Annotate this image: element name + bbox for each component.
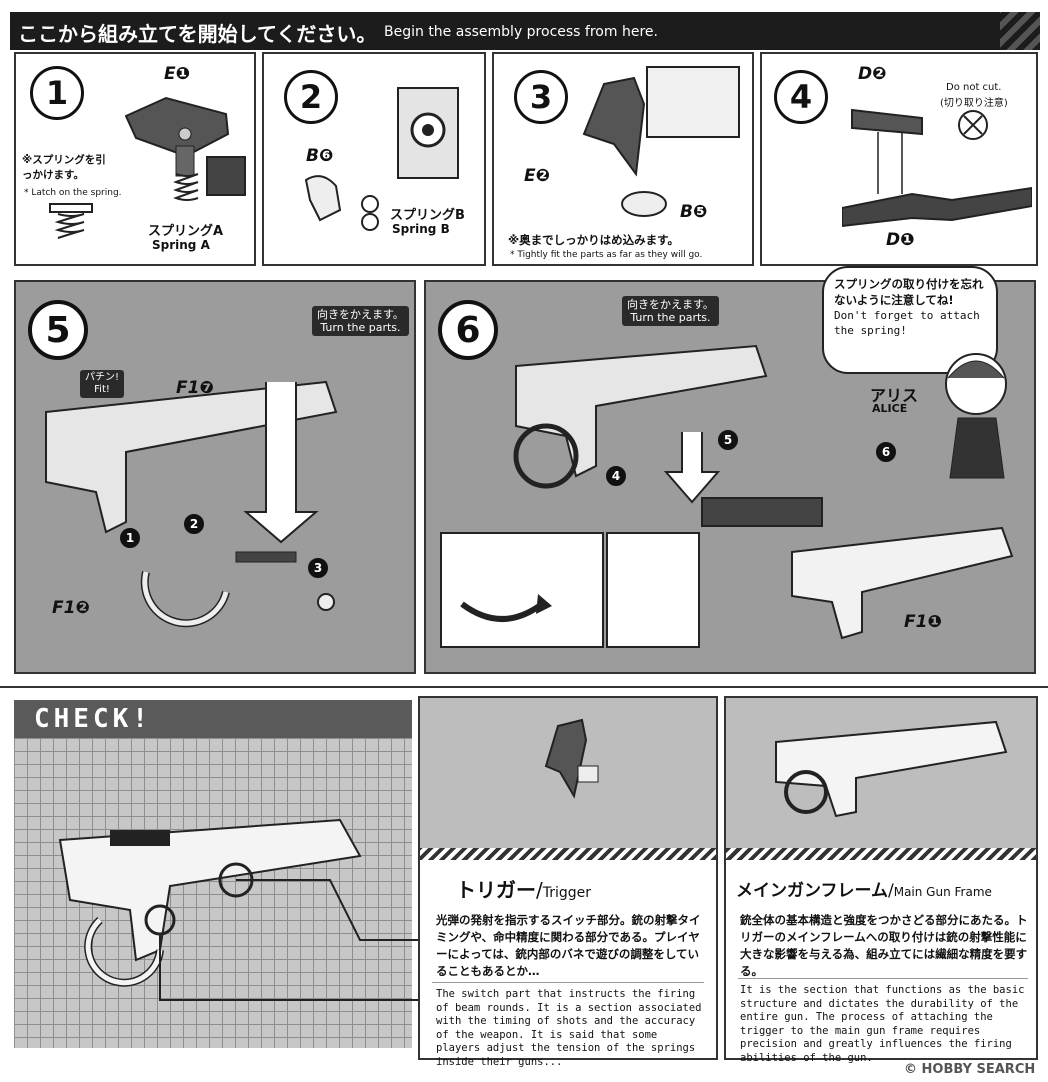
- alice-speech-bubble: スプリングの取り付けを忘れないように注意してね! Don't forget to…: [822, 266, 998, 374]
- sub-step-6: 6: [876, 442, 896, 462]
- step-6-part-label: F1❶: [904, 612, 942, 632]
- trigger-stripe: [420, 848, 716, 860]
- trigger-divider: [432, 982, 704, 983]
- alice-name-jp: アリス: [870, 386, 919, 405]
- step-3-part-a-label: E❷: [524, 166, 551, 186]
- step-3-panel: 3 E❷ B❺ ※奥までしっかりはめ込みます。 * Tightly fit th…: [492, 52, 754, 266]
- step-4-part-bottom-label: D❶: [886, 230, 915, 250]
- frame-title: メインガンフレーム/Main Gun Frame: [736, 881, 992, 901]
- gun-frame-illustration-5: [45, 380, 338, 628]
- step-1-part-label: E❶: [164, 64, 191, 84]
- main-frame-part-icon: [775, 720, 1008, 818]
- frame-title-en: Main Gun Frame: [893, 885, 992, 899]
- turn-parts-badge-5: 向きをかえます。 Turn the parts.: [312, 306, 409, 336]
- sub-step-3: 3: [308, 558, 328, 578]
- part-e2-illustration: [582, 76, 646, 177]
- watermark: © HOBBY SEARCH: [904, 1062, 1036, 1077]
- header-bar: [10, 12, 1040, 50]
- trigger-part-icon: [544, 718, 599, 799]
- header-title-jp: ここから組み立てを開始してください。: [18, 22, 377, 46]
- part-b6-illustration: [304, 175, 379, 231]
- part-e1-illustration: [124, 96, 230, 177]
- step-1-panel: 1 E❶ ※スプリングを引っかけます。 * Latch on the sprin…: [14, 52, 256, 266]
- turn-parts-en-6: Turn the parts.: [630, 311, 711, 324]
- alice-character-icon: [945, 353, 1007, 479]
- frame-divider: [738, 978, 1028, 979]
- caution-en: Do not cut.: [946, 82, 1002, 93]
- spring-b-detail-icon: [397, 87, 459, 179]
- step-5-part-bottom-label: F1❷: [52, 598, 90, 618]
- check-title-bar: [14, 700, 412, 738]
- arrow-and-parts-6: [663, 432, 823, 527]
- part-b5-illustration: [621, 191, 667, 217]
- step-6-number: 6: [438, 300, 498, 360]
- step-3-detail-inset: [646, 66, 740, 138]
- part-f1-1-illustration: [791, 526, 1014, 640]
- check-leader-lines: [144, 862, 440, 1001]
- do-not-cut-icon: [958, 110, 988, 140]
- frame-stripe: [726, 848, 1036, 860]
- step-5-panel: 5 F1❼ パチン! Fit! 向きをかえます。 Turn the parts.…: [14, 280, 416, 674]
- spring-detail-inset: [606, 532, 700, 648]
- step-4-number: 4: [774, 70, 828, 124]
- trigger-desc-en: The switch part that instructs the firin…: [436, 988, 702, 1068]
- frame-title-jp: メインガンフレーム: [736, 881, 888, 901]
- alice-name-en: ALICE: [872, 402, 908, 415]
- alice-bubble-jp: スプリングの取り付けを忘れないように注意してね!: [834, 277, 984, 307]
- spring-a-icon: [173, 173, 199, 201]
- step-4-panel: 4 D❷ Do not cut. (切り取り注意) D❶: [760, 52, 1038, 266]
- spring-a-label-en: Spring A: [152, 238, 210, 252]
- step-3-note-jp: ※奥までしっかりはめ込みます。: [508, 233, 680, 247]
- part-d-illustration: [842, 108, 1032, 228]
- spring-a-label-jp: スプリングA: [148, 224, 224, 239]
- turn-parts-en-5: Turn the parts.: [320, 321, 401, 334]
- caution-jp: (切り取り注意): [940, 98, 1008, 109]
- sub-step-1: 1: [120, 528, 140, 548]
- sub-step-2: 2: [184, 514, 204, 534]
- spring-b-label-jp: スプリングB: [390, 208, 465, 223]
- turn-parts-jp-6: 向きをかえます。: [627, 298, 714, 311]
- gun-frame-illustration-6: [513, 344, 768, 489]
- trigger-title-en: Trigger: [542, 885, 592, 901]
- step-5-number: 5: [28, 300, 88, 360]
- frame-info-card: メインガンフレーム/Main Gun Frame 銃全体の基本構造と強度をつかさ…: [724, 696, 1038, 1064]
- spring-b-label-en: Spring B: [392, 222, 450, 236]
- step-4-part-top-label: D❷: [858, 64, 887, 84]
- spring-detail-icon: [206, 156, 246, 196]
- turn-parts-jp-5: 向きをかえます。: [317, 308, 404, 321]
- frame-desc-en: It is the section that functions as the …: [740, 984, 1025, 1064]
- step-1-number: 1: [30, 66, 84, 120]
- step-3-part-b-label: B❺: [680, 202, 708, 222]
- step-1-note-jp: ※スプリングを引っかけます。: [22, 154, 106, 181]
- section-divider: [0, 686, 1048, 688]
- trigger-info-card: トリガー/Trigger 光弾の発射を指示するスイッチ部分。銃の射撃タイミングや…: [418, 696, 718, 1068]
- fit-badge-jp: パチン!: [85, 372, 120, 383]
- trigger-desc-jp: 光弾の発射を指示するスイッチ部分。銃の射撃タイミングや、命中精度に関わる部分であ…: [436, 913, 701, 978]
- step-2-number: 2: [284, 70, 338, 124]
- step-2-panel: 2 B❻ スプリングB Spring B: [262, 52, 486, 266]
- trigger-title-jp: トリガー: [456, 878, 536, 902]
- check-title: CHECK!: [34, 704, 152, 734]
- spring-latch-icon: [49, 203, 93, 239]
- fit-badge-en: Fit!: [94, 384, 110, 395]
- turn-parts-badge-6: 向きをかえます。 Turn the parts.: [622, 296, 719, 326]
- sub-step-4: 4: [606, 466, 626, 486]
- fit-badge: パチン! Fit!: [80, 370, 125, 398]
- step-1-note-en: * Latch on the spring.: [24, 188, 122, 198]
- trigger-detail-inset: [440, 532, 604, 648]
- header-stripe: [1000, 12, 1040, 50]
- alice-bubble-en: Don't forget to attach the spring!: [834, 309, 980, 337]
- step-2-part-label: B❻: [306, 146, 334, 166]
- rotate-arrow-icon: [460, 594, 552, 622]
- step-3-note-en: * Tightly fit the parts as far as they w…: [510, 250, 703, 260]
- frame-desc-jp: 銃全体の基本構造と強度をつかさどる部分にあたる。トリガーのメインフレームへの取り…: [740, 913, 1028, 978]
- header-title-en: Begin the assembly process from here.: [384, 24, 658, 40]
- step-3-number: 3: [514, 70, 568, 124]
- trigger-title: トリガー/Trigger: [456, 878, 592, 902]
- step-5-part-top-label: F1❼: [176, 378, 214, 398]
- sub-step-5: 5: [718, 430, 738, 450]
